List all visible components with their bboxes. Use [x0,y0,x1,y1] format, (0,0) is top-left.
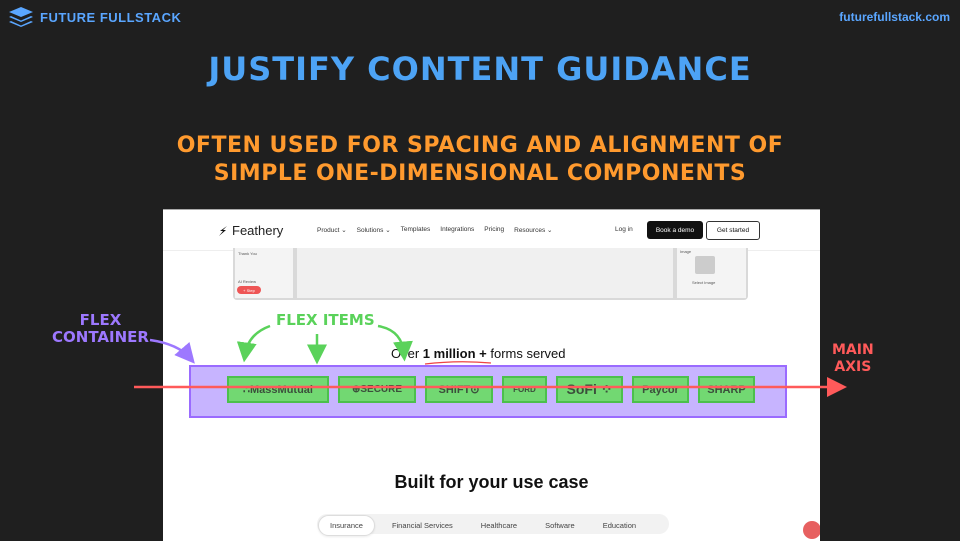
preview-step-list: Thank You AI Review + Step [235,248,293,298]
image-placeholder-icon [695,256,715,274]
logo-paycor: Paycor [632,376,689,403]
main-axis-label-line1: MAIN [832,342,874,358]
tab-software[interactable]: Software [545,521,575,530]
tab-healthcare[interactable]: Healthcare [480,521,518,530]
preview-step-button: + Step [237,286,261,294]
preview-select-image: Select Image [692,280,716,285]
feathery-logo[interactable]: Feathery [218,223,283,238]
preview-thank-you: Thank You [238,251,257,256]
chat-widget-icon[interactable] [803,521,820,539]
logo-massmutual: ∴MassMutual [227,376,329,403]
logo-sharp: SHARP [698,376,755,403]
flex-container-label-line2: CONTAINER [52,328,149,346]
nav-item-integrations[interactable]: Integrations [440,226,475,233]
feather-icon [219,225,227,236]
tab-financial-services[interactable]: Financial Services [391,521,453,530]
forms-served-headline: Over 1 million + forms served [391,346,565,361]
headline-pre: Over [391,346,423,361]
nav-item-solutions[interactable]: Solutions ⌄ [356,227,391,234]
logo-ford: FORD [502,376,547,403]
nav-menu: Product ⌄ Solutions ⌄ Templates Integrat… [317,226,552,234]
main-axis-label: MAIN AXIS [832,342,874,376]
form-builder-preview: Thank You AI Review + Step Image Select … [233,248,748,300]
subtitle-line-1: OFTEN USED FOR SPACING AND ALIGNMENT OF [176,133,784,158]
logo-secure: ⊕SECURE [338,376,416,403]
preview-canvas [297,248,673,298]
book-demo-button[interactable]: Book a demo [647,221,703,239]
tab-education[interactable]: Education [602,521,637,530]
use-case-tabs: Insurance Financial Services Healthcare … [318,515,647,536]
website-screenshot: Feathery Product ⌄ Solutions ⌄ Templates… [163,209,820,541]
logo-sofi: SoFi ⁘ [556,376,623,403]
nav-item-resources[interactable]: Resources ⌄ [514,227,553,234]
nav-item-product[interactable]: Product ⌄ [317,227,347,234]
preview-image-label: Image [680,249,692,254]
flex-items-label: FLEX ITEMS [276,311,375,329]
slide-subtitle: OFTEN USED FOR SPACING AND ALIGNMENT OF … [0,132,960,188]
logo-shift: SHIFT⊙ [425,376,493,403]
brand-name: FUTURE FULLSTACK [40,9,182,25]
nav-item-templates[interactable]: Templates [400,226,431,233]
site-url[interactable]: futurefullstack.com [839,10,950,24]
slide-title: JUSTIFY CONTENT GUIDANCE [208,50,752,88]
subtitle-line-2: SIMPLE ONE-DIMENSIONAL COMPONENTS [213,161,747,186]
preview-image-panel: Image Select Image [677,248,746,298]
underline-squiggle [424,361,492,365]
headline-post: forms served [486,346,566,361]
flex-container-label: FLEX CONTAINER [52,312,149,346]
customer-logos-row: ∴MassMutual ⊕SECURE SHIFT⊙ FORD SoFi ⁘ P… [227,376,757,403]
stacked-layers-icon [9,7,33,27]
section-title: Built for your use case [394,472,589,492]
brand: FUTURE FULLSTACK [8,6,181,28]
headline-bold: 1 million + [422,346,487,361]
feathery-logo-text: Feathery [232,223,284,238]
main-axis-label-line2: AXIS [834,359,872,375]
preview-ai-review: AI Review [238,279,257,284]
nav-item-pricing[interactable]: Pricing [484,226,505,233]
tab-insurance[interactable]: Insurance [318,515,375,536]
tabs-background [317,514,669,534]
flex-container-label-line1: FLEX [79,311,122,329]
site-navbar: Feathery Product ⌄ Solutions ⌄ Templates… [163,210,820,251]
get-started-button[interactable]: Get started [706,221,760,240]
login-link[interactable]: Log in [615,226,633,233]
